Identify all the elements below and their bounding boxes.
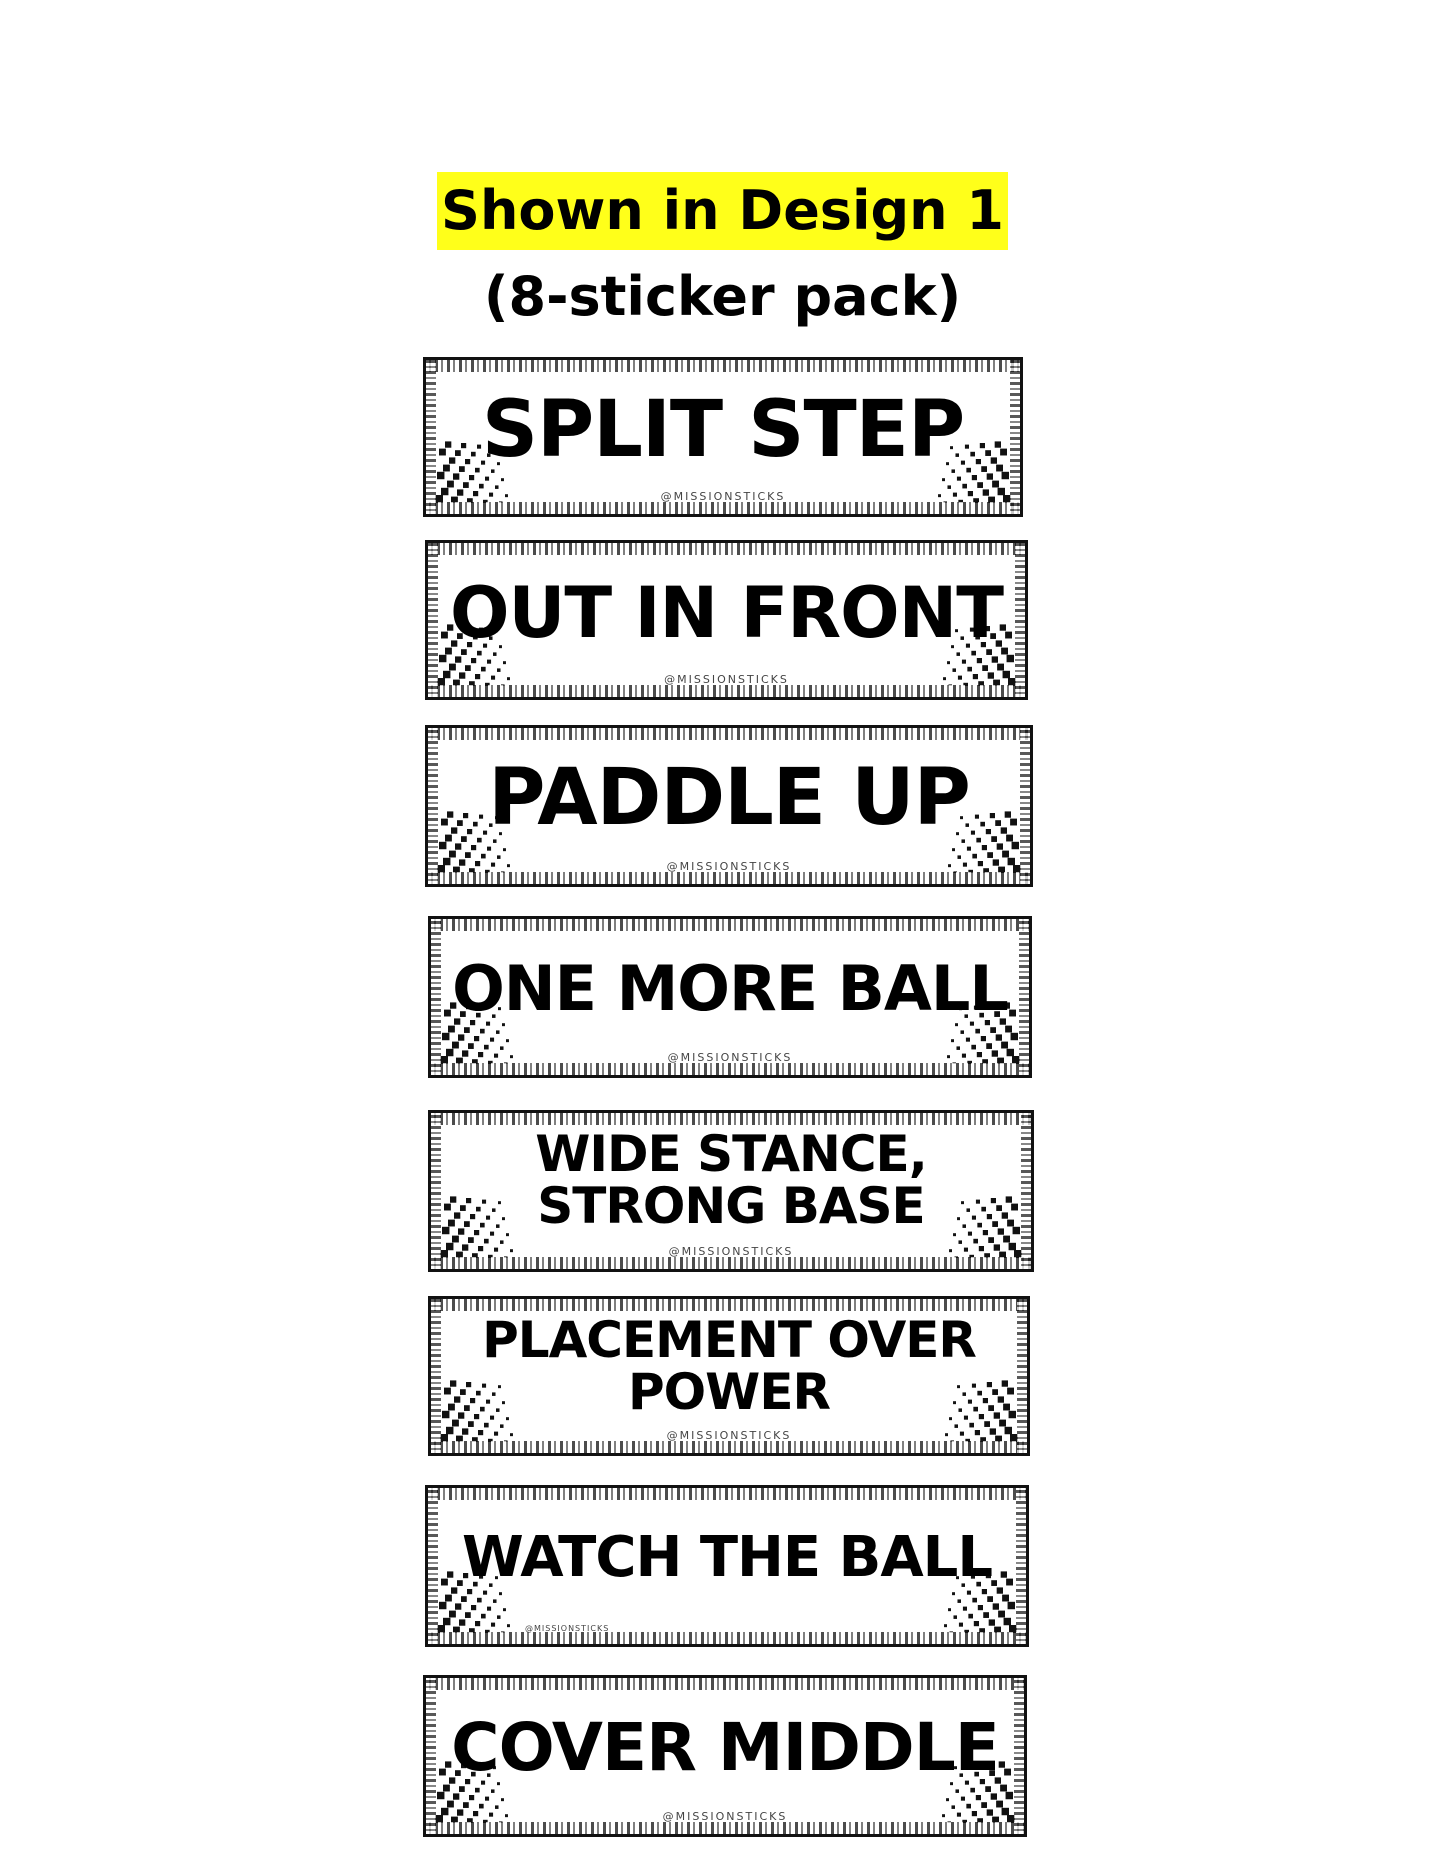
brand-handle: @MISSIONSTICKS xyxy=(660,490,786,503)
sticker-card: WATCH THE BALL @MISSIONSTICKS xyxy=(425,1485,1029,1647)
brand-handle: @MISSIONSTICKS xyxy=(666,1429,792,1442)
tire-tread-border xyxy=(428,1113,1034,1125)
heading-title: Shown in Design 1 xyxy=(437,172,1008,250)
sticker-text: PADDLE UP xyxy=(488,753,971,843)
tire-tread-border xyxy=(423,360,1023,372)
heading-subtitle: (8-sticker pack) xyxy=(483,265,962,328)
tire-tread-border xyxy=(428,1485,438,1647)
sticker-card: PADDLE UP @MISSIONSTICKS xyxy=(425,725,1033,887)
tire-tread-border xyxy=(428,919,1032,931)
tire-tread-border xyxy=(423,1822,1027,1834)
tire-tread-border xyxy=(425,1488,1029,1500)
tire-tread-border xyxy=(425,1632,1029,1644)
sticker-text: ONE MORE BALL xyxy=(452,952,1009,1025)
brand-handle: @MISSIONSTICKS xyxy=(667,1051,793,1064)
sticker-card: WIDE STANCE,STRONG BASE @MISSIONSTICKS xyxy=(428,1110,1034,1272)
tire-tread-border xyxy=(428,1257,1034,1269)
brand-handle: @MISSIONSTICKS xyxy=(525,1624,610,1633)
brand-handle: @MISSIONSTICKS xyxy=(668,1245,794,1258)
brand-handle: @MISSIONSTICKS xyxy=(664,673,789,686)
sticker-text: OUT IN FRONT xyxy=(449,572,1004,654)
sticker-text: SPLIT STEP xyxy=(481,385,965,475)
sticker-card: OUT IN FRONT @MISSIONSTICKS xyxy=(425,540,1028,700)
sticker-card: ONE MORE BALL @MISSIONSTICKS xyxy=(428,916,1032,1078)
tire-tread-border xyxy=(428,1063,1032,1075)
sticker-card: COVER MIDDLE @MISSIONSTICKS xyxy=(423,1675,1027,1837)
sticker-text: COVER MIDDLE xyxy=(451,1709,1000,1786)
sticker-text: WIDE STANCE,STRONG BASE xyxy=(535,1125,927,1235)
sticker-card: SPLIT STEP @MISSIONSTICKS xyxy=(423,357,1023,517)
heading-title-row: Shown in Design 1 xyxy=(0,172,1445,250)
tire-tread-border xyxy=(428,1441,1030,1453)
brand-handle: @MISSIONSTICKS xyxy=(662,1810,788,1823)
tire-tread-border xyxy=(423,502,1023,514)
tire-tread-border xyxy=(425,685,1028,697)
brand-handle: @MISSIONSTICKS xyxy=(666,860,792,873)
tire-tread-border xyxy=(425,543,1028,555)
sticker-text: WATCH THE BALL xyxy=(461,1525,993,1590)
tire-tread-border xyxy=(425,872,1033,884)
tire-tread-border xyxy=(428,1299,1030,1311)
tire-tread-border xyxy=(1016,1485,1026,1647)
tire-tread-border xyxy=(425,728,1033,740)
tire-tread-border xyxy=(423,1678,1027,1690)
